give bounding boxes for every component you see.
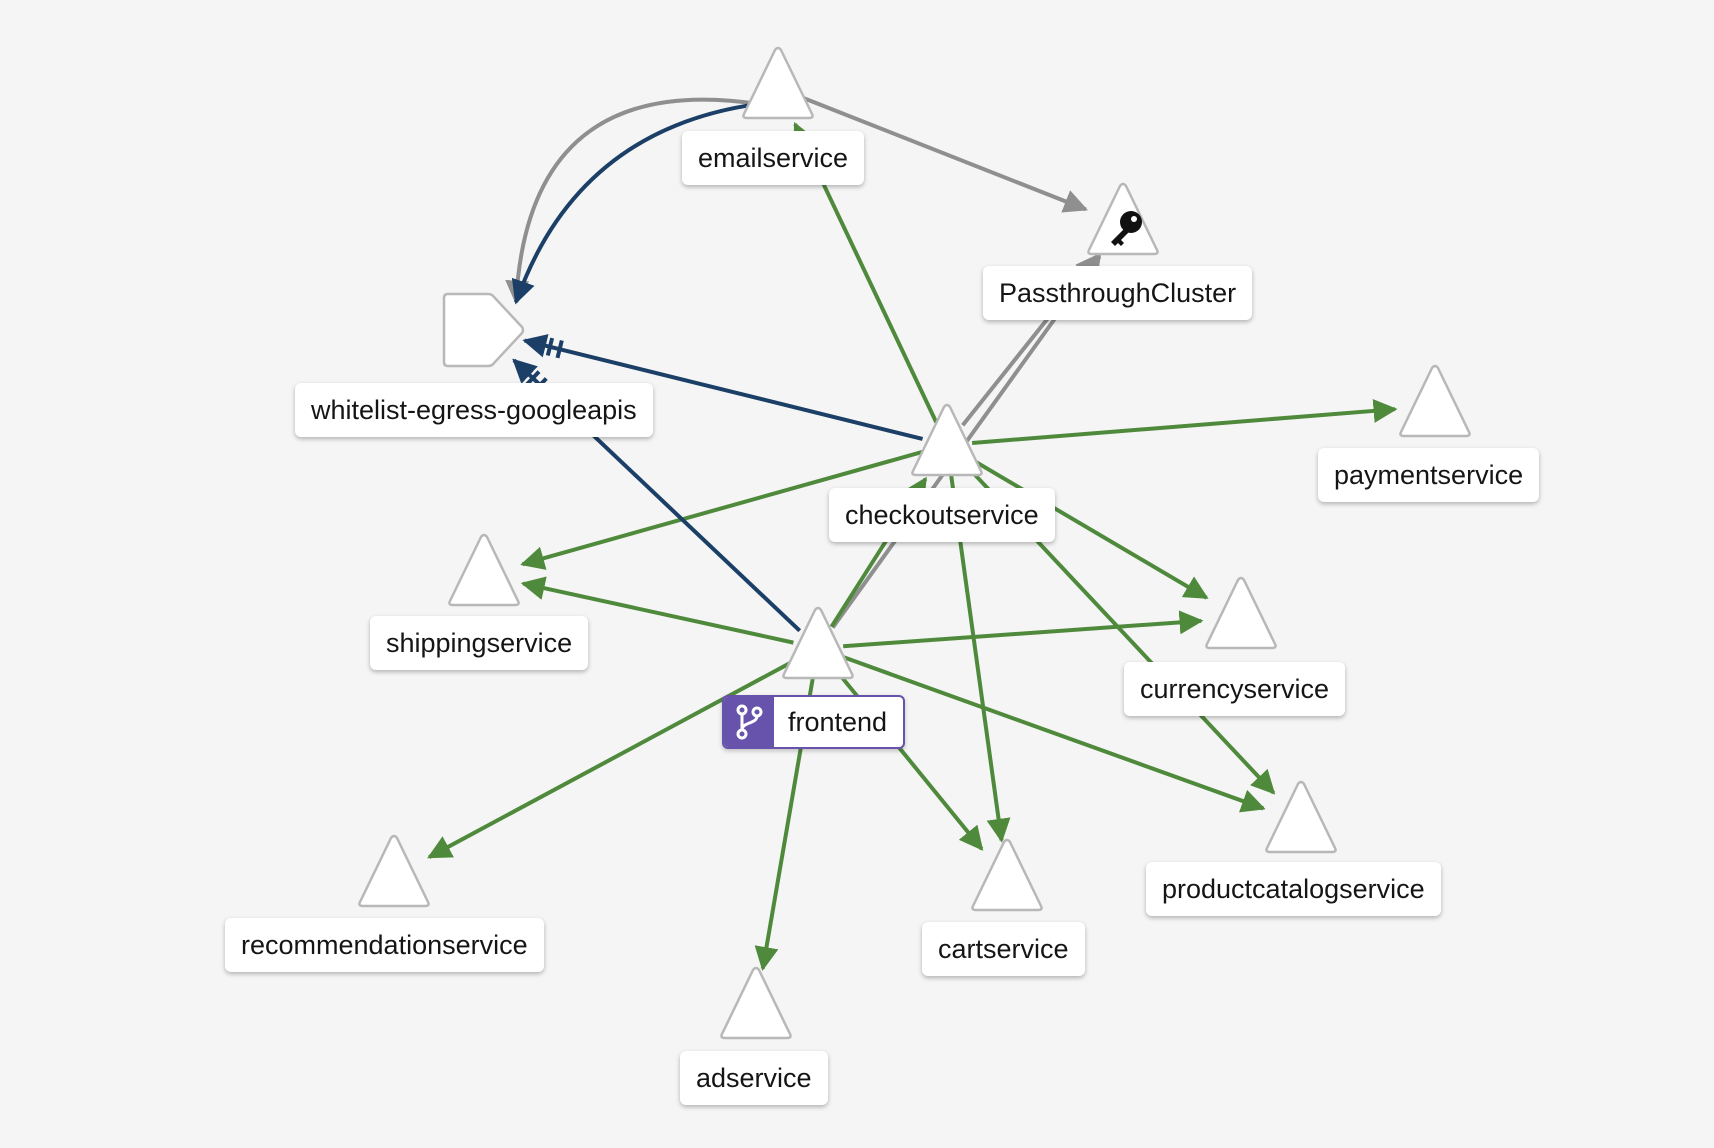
nodes-layer (358, 46, 1471, 1040)
node-label-cartservice[interactable]: cartservice (922, 922, 1085, 976)
edge-emailservice-to-whitelist[interactable] (511, 101, 759, 305)
node-paymentservice[interactable] (1399, 364, 1471, 438)
edge-frontend-to-shippingservice[interactable] (520, 576, 794, 645)
node-label-adservice[interactable]: adservice (680, 1051, 828, 1105)
branch-icon (736, 704, 763, 740)
node-shape-checkoutservice[interactable] (911, 403, 983, 477)
node-emailservice[interactable] (742, 46, 814, 120)
edge-emailservice-to-passthrough[interactable] (800, 95, 1089, 213)
node-label-frontend-text: frontend (788, 706, 888, 737)
edge-frontend-to-currencyservice[interactable] (842, 610, 1204, 649)
node-label-emailservice[interactable]: emailservice (682, 131, 865, 185)
node-shape-productcatalogservice[interactable] (1265, 780, 1337, 854)
node-label-currencyservice[interactable]: currencyservice (1124, 662, 1346, 716)
edge-tick-checkoutservice-1 (555, 339, 564, 359)
node-productcatalogservice[interactable] (1265, 780, 1337, 854)
node-shape-currencyservice[interactable] (1205, 576, 1277, 650)
node-label-shippingservice[interactable]: shippingservice (370, 616, 589, 670)
node-shape-paymentservice[interactable] (1399, 364, 1471, 438)
node-adservice[interactable] (720, 966, 792, 1040)
badge-container (724, 697, 774, 747)
node-label-frontend[interactable]: frontend (722, 695, 906, 749)
node-whitelist[interactable] (442, 292, 525, 368)
node-label-whitelist-egress-googleapis[interactable]: whitelist-egress-googleapis (295, 383, 653, 437)
node-label-recommendationservice[interactable]: recommendationservice (225, 918, 544, 972)
edge-checkoutservice-to-whitelist[interactable] (522, 334, 924, 441)
node-passthrough[interactable] (1087, 182, 1159, 256)
edge-frontend-to-recommendationservice[interactable] (427, 658, 797, 859)
node-label-checkoutservice[interactable]: checkoutservice (829, 488, 1055, 542)
edge-checkoutservice-to-currencyservice[interactable] (967, 456, 1209, 600)
node-shape-whitelist[interactable] (442, 292, 525, 368)
node-cartservice[interactable] (971, 838, 1043, 912)
node-shape-recommendationservice[interactable] (358, 834, 430, 908)
edge-tick-checkoutservice-0 (545, 337, 555, 357)
node-shape-emailservice[interactable] (742, 46, 814, 120)
edge-checkoutservice-to-shippingservice[interactable] (520, 449, 924, 570)
node-shippingservice[interactable] (448, 533, 520, 607)
node-currencyservice[interactable] (1205, 576, 1277, 650)
node-checkoutservice[interactable] (911, 403, 983, 477)
node-recommendationservice[interactable] (358, 834, 430, 908)
node-shape-adservice[interactable] (720, 966, 792, 1040)
node-frontend[interactable] (782, 606, 854, 680)
edge-emailservice-to-whitelist[interactable] (505, 97, 759, 305)
edge-frontend-to-productcatalogservice[interactable] (841, 654, 1266, 813)
node-label-productcatalogservice[interactable]: productcatalogservice (1146, 862, 1441, 916)
edge-tick-frontend-0 (525, 370, 541, 387)
node-label-paymentservice[interactable]: paymentservice (1318, 448, 1540, 502)
node-shape-cartservice[interactable] (971, 838, 1043, 912)
key-icon (1111, 211, 1142, 246)
edge-checkoutservice-to-paymentservice[interactable] (971, 398, 1398, 445)
node-shape-frontend[interactable] (782, 606, 854, 680)
node-shape-shippingservice[interactable] (448, 533, 520, 607)
node-label-passthroughcluster[interactable]: PassthroughCluster (983, 266, 1253, 320)
